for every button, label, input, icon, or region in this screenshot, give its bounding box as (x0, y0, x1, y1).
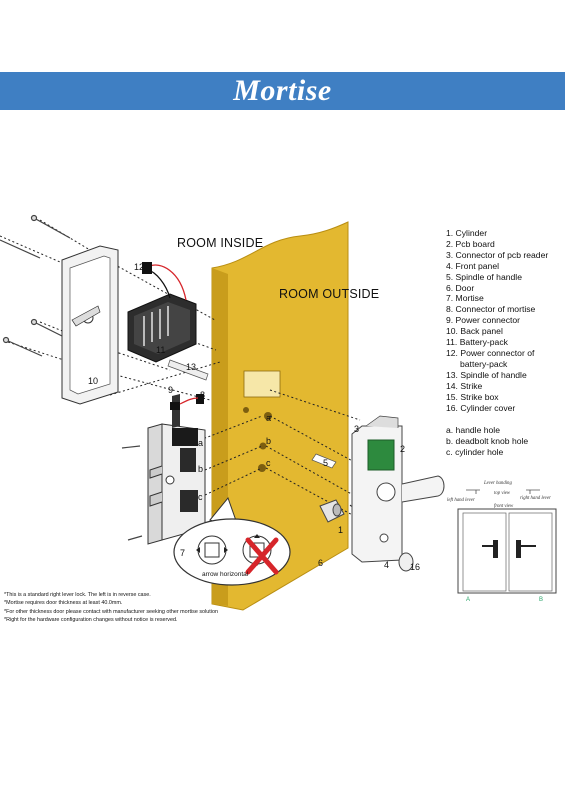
num-c-mortise: c (198, 492, 203, 502)
num-a-mortise: a (198, 438, 203, 448)
room-outside-label: ROOM OUTSIDE (279, 287, 380, 301)
legend-item: 12. Power connector of (446, 347, 535, 358)
callout-bubble (173, 496, 291, 586)
num-1: 1 (338, 525, 343, 535)
footnote: *Mortise requires door thickness at leas… (4, 600, 123, 607)
legend-item: 1. Cylinder (446, 228, 488, 238)
legend-item: 8. Connector of mortise (446, 304, 536, 315)
door (211, 221, 349, 611)
num-3: 3 (354, 424, 359, 434)
legend-item: 9. Power connector (446, 315, 521, 326)
num-4: 4 (384, 560, 389, 570)
legend-item: 2. Pcb board (446, 238, 495, 249)
legend-item: 15. Strike box (446, 391, 499, 402)
front-panel (351, 415, 445, 563)
num-13: 13 (186, 362, 196, 372)
handing-front-view: front view (494, 504, 514, 509)
room-inside-label: ROOM INSIDE (177, 236, 264, 250)
spindle-5 (311, 453, 337, 469)
num-a-door: a (266, 413, 271, 423)
lever-handing-inset: Lever handing top view left hand lever r… (447, 481, 557, 603)
door-hole-a (264, 412, 272, 420)
legend-item: 3. Connector of pcb reader (446, 249, 549, 260)
back-panel (61, 245, 119, 405)
legend-item: battery-pack (460, 358, 508, 369)
page-title: Mortise (233, 74, 332, 107)
legend-item: 4. Front panel (446, 260, 500, 271)
num-7: 7 (180, 548, 185, 558)
door-cutout (243, 370, 281, 398)
num-b-mortise: b (198, 464, 203, 474)
num-10: 10 (88, 376, 98, 386)
num-16: 16 (410, 562, 420, 572)
holes-legend: a. handle hole b. deadbolt knob hole c. … (446, 425, 528, 458)
footnotes: *This is a standard right lever lock. Th… (4, 591, 304, 625)
door-b-label: B (539, 597, 543, 603)
footnote: *For other thickness door please contact… (4, 608, 218, 615)
legend-item: 5. Spindle of handle (446, 271, 522, 282)
legend-item: 10. Back panel (446, 326, 503, 337)
legend-item: 16. Cylinder cover (446, 402, 516, 413)
spindle-13 (167, 359, 209, 381)
handing-right: right hand lever (520, 496, 551, 501)
hole-item: c. cylinder hole (446, 447, 504, 457)
num-5: 5 (323, 458, 328, 468)
num-6: 6 (318, 558, 323, 568)
door-hole-rear (243, 407, 249, 413)
mortise (147, 394, 206, 545)
parts-legend: 1. Cylinder 2. Pcb board 3. Connector of… (446, 228, 564, 413)
screws (0, 214, 143, 541)
footnote: *This is a standard right lever lock. Th… (4, 592, 151, 598)
connector-8-9 (170, 394, 204, 410)
legend-item: 11. Battery-pack (446, 337, 508, 348)
hole-item: b. deadbolt knob hole (446, 436, 529, 446)
num-9: 9 (168, 385, 173, 395)
battery-pack (127, 262, 197, 363)
handing-top-view: top view (494, 491, 511, 496)
num-b-door: b (266, 436, 271, 446)
legend-item: 7. Mortise (446, 293, 484, 304)
num-12: 12 (134, 262, 144, 272)
legend-item: 6. Door (446, 282, 475, 293)
handing-left: left hand lever (447, 498, 475, 503)
footnote: *Right for the hardware configuration ch… (4, 617, 178, 624)
part-numbers: 1 2 3 4 5 6 7 8 9 10 11 12 13 16 a b c a… (88, 262, 420, 572)
handing-title: Lever handing (483, 481, 512, 486)
cylinder (319, 499, 345, 523)
door-a-label: A (466, 597, 470, 603)
legend-item: 14. Strike (446, 380, 483, 391)
num-11: 11 (156, 345, 165, 355)
num-c-door: c (266, 458, 271, 468)
x-mark (245, 537, 279, 575)
legend-item: 13. Spindle of handle (446, 369, 527, 380)
hole-item: a. handle hole (446, 425, 500, 435)
door-hole-b (259, 442, 267, 450)
title-banner: Mortise (0, 72, 565, 110)
callout-caption: arrow horizontal (202, 571, 249, 578)
num-2: 2 (400, 444, 405, 454)
num-8: 8 (200, 390, 205, 400)
cylinder-cover (398, 552, 414, 572)
